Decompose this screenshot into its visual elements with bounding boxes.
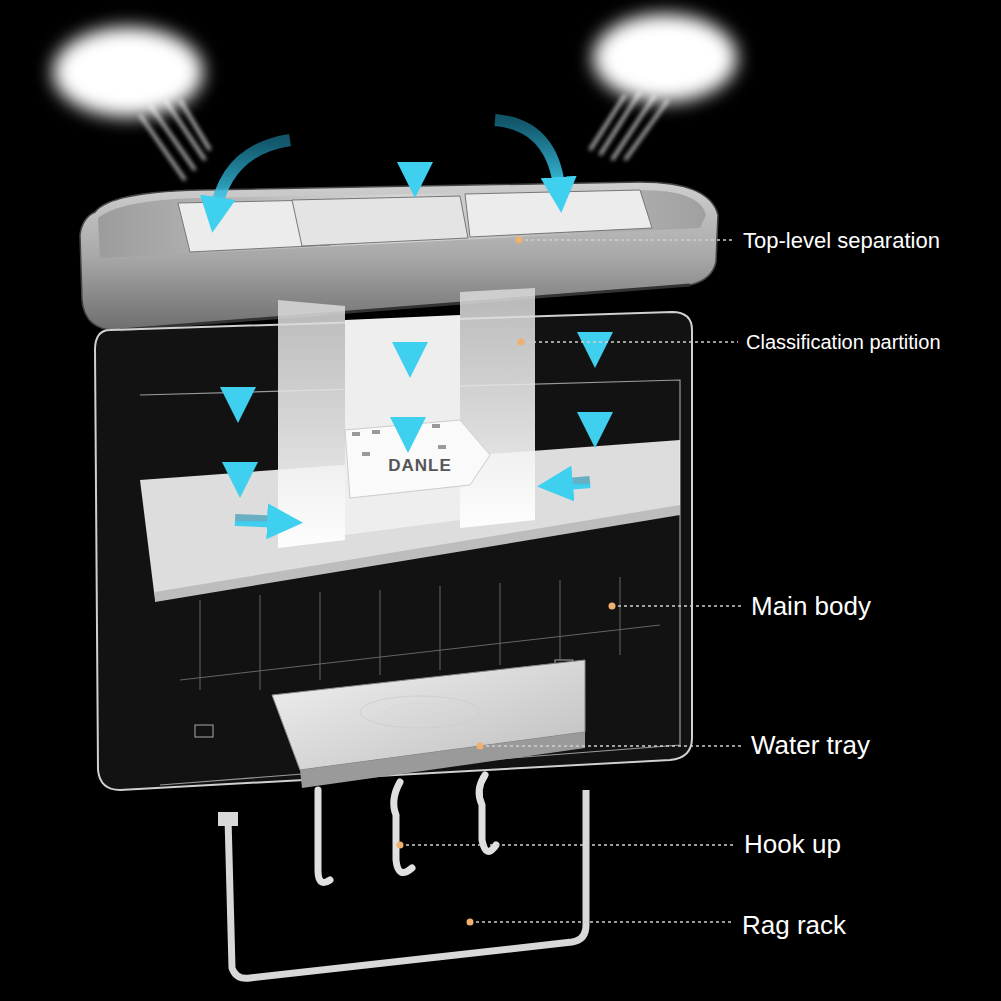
part-name: Water tray [751,731,870,761]
airflow-arrows [215,120,595,522]
part-name: Rag rack [742,911,846,941]
leader-lines [400,240,743,922]
top-tray [80,182,718,330]
hooks [318,775,496,882]
water-tray [272,660,585,788]
part-name: Top-level separation [743,228,940,253]
part-name: Classification partition [746,331,941,354]
main-body [95,312,692,790]
leader-dots [397,237,616,926]
partition [278,288,535,548]
steam-cloud [53,14,737,180]
rag-rack [218,790,586,978]
part-name: Hook up [744,830,841,860]
brand-mark: DANLE [388,456,452,476]
part-name: Main body [751,592,871,622]
